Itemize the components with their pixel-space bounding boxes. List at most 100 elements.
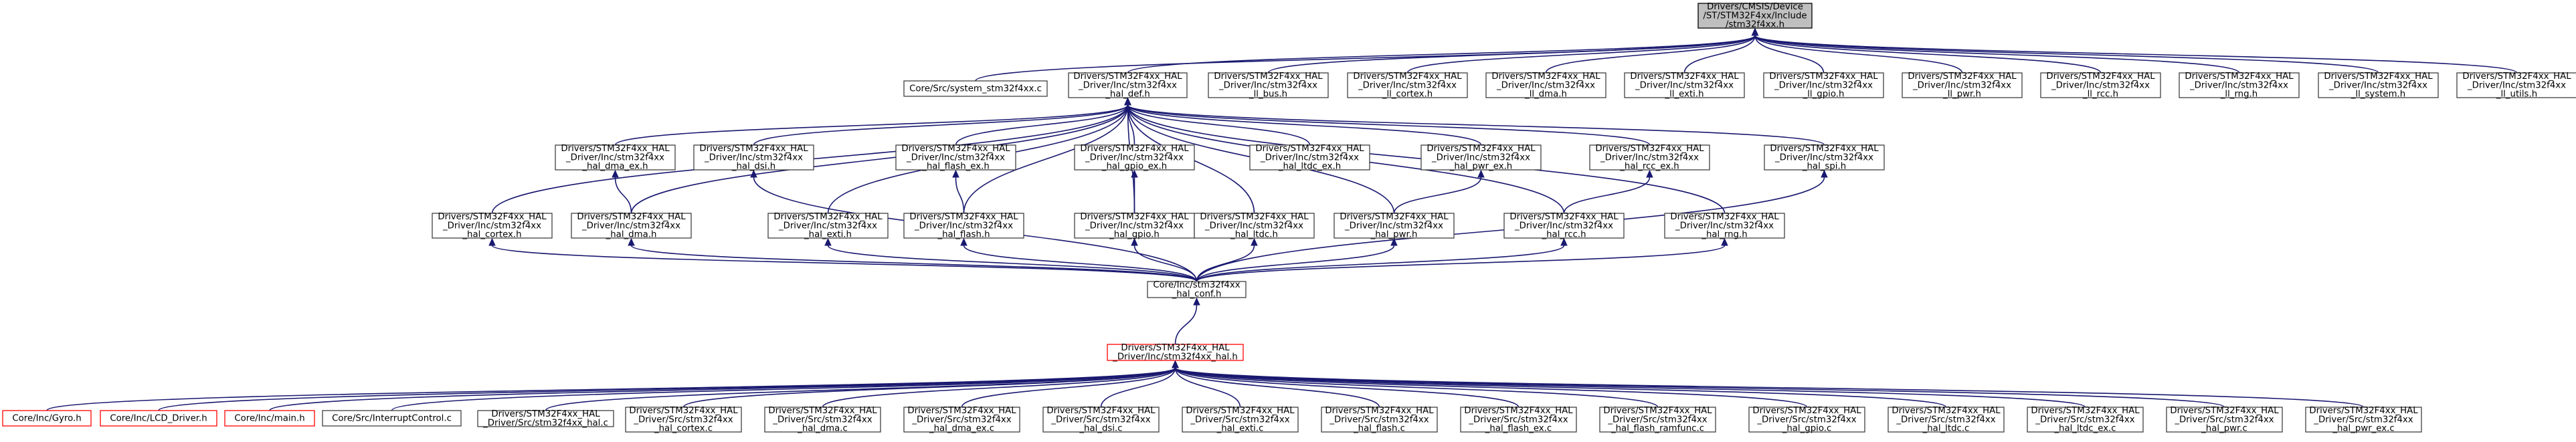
node-cortex-h[interactable]: Drivers/STM32F4xx_HAL_Driver/Inc/stm32f4… [432, 212, 553, 240]
node-exti-h[interactable]: Drivers/STM32F4xx_HAL_Driver/Inc/stm32f4… [767, 212, 889, 240]
node-s-ltdc-ex[interactable]: Drivers/STM32F4xx_HAL_Driver/Src/stm32f4… [2027, 406, 2144, 434]
node-s-exti[interactable]: Drivers/STM32F4xx_HAL_Driver/Src/stm32f4… [1182, 406, 1299, 434]
node-gyro[interactable]: Core/Inc/Gyro.h [2, 410, 92, 427]
node-label-line: Drivers/STM32F4xx_HAL [577, 212, 686, 222]
arrowhead [960, 237, 968, 246]
node-label-line: _hal_flash.h [937, 230, 990, 240]
node-label-line: _hal_gpio.c [1782, 424, 1832, 434]
node-label-line: Drivers/STM32F4xx_HAL [2031, 406, 2140, 416]
node-ll-rcc[interactable]: Drivers/STM32F4xx_HAL_Driver/Inc/stm32f4… [2040, 72, 2161, 100]
node-box [1748, 407, 1865, 433]
node-box [2027, 407, 2144, 433]
node-ll-pwr[interactable]: Drivers/STM32F4xx_HAL_Driver/Inc/stm32f4… [1902, 72, 2023, 100]
edge-hal-conf-to-dma-h [628, 237, 1198, 282]
node-label-line: _Driver/Src/stm32f4xx [1756, 415, 1856, 425]
node-sys-c[interactable]: Core/Src/system_stm32f4xx.c [903, 80, 1048, 97]
node-hal-conf[interactable]: Core/Inc/stm32f4xx_hal_conf.h [1147, 280, 1247, 300]
nodes-layer: Drivers/CMSIS/Device/ST/STM32F4xx/Includ… [2, 2, 2576, 434]
node-s-dma-ex[interactable]: Drivers/STM32F4xx_HAL_Driver/Src/stm32f4… [903, 406, 1020, 434]
node-label-line: Drivers/STM32F4xx_HAL [1770, 144, 1879, 154]
node-ll-rng[interactable]: Drivers/STM32F4xx_HAL_Driver/Inc/stm32f4… [2179, 72, 2300, 100]
node-label-line: Drivers/STM32F4xx_HAL [907, 406, 1016, 416]
node-dma-h[interactable]: Drivers/STM32F4xx_HAL_Driver/Inc/stm32f4… [571, 212, 692, 240]
node-label-line: _Driver/Inc/stm32f4xx [1344, 221, 1443, 231]
node-label-line: Drivers/STM32F4xx_HAL [1073, 72, 1182, 82]
node-s-flash-ex[interactable]: Drivers/STM32F4xx_HAL_Driver/Src/stm32f4… [1460, 406, 1577, 434]
node-ll-dma[interactable]: Drivers/STM32F4xx_HAL_Driver/Inc/stm32f4… [1485, 72, 1606, 100]
node-box [1147, 281, 1247, 298]
node-lcd[interactable]: Core/Inc/LCD_Driver.h [100, 410, 217, 427]
node-box [903, 80, 1048, 97]
node-label-line: _Driver/Inc/stm32f4xx [906, 152, 1005, 162]
node-flash-ex[interactable]: Drivers/STM32F4xx_HAL_Driver/Inc/stm32f4… [895, 144, 1016, 172]
node-gpio-h[interactable]: Drivers/STM32F4xx_HAL_Driver/Inc/stm32f4… [1074, 212, 1195, 240]
node-dsi[interactable]: Drivers/STM32F4xx_HAL_Driver/Inc/stm32f4… [693, 144, 814, 172]
node-box [1208, 72, 1329, 98]
node-label-line: _hal_rcc_ex.h [1619, 162, 1679, 172]
node-label-line: _Driver/Inc/stm32f4xx [565, 152, 664, 162]
node-label-line: Core/Inc/Gyro.h [12, 413, 81, 423]
node-box [1599, 407, 1716, 433]
node-s-flash-ramfunc[interactable]: Drivers/STM32F4xx_HAL_Driver/Src/stm32f4… [1599, 406, 1716, 434]
node-s-pwr[interactable]: Drivers/STM32F4xx_HAL_Driver/Src/stm32f4… [2166, 406, 2283, 434]
node-label-line: _Driver/Inc/stm32f4xx [2051, 80, 2150, 90]
edge-ll-system-to-root [1751, 27, 2379, 74]
arrowhead [488, 237, 496, 246]
node-label-line: _Driver/Inc/stm32f4xx [1358, 80, 1457, 90]
node-ll-utils[interactable]: Drivers/STM32F4xx_HAL_Driver/Inc/stm32f4… [2456, 72, 2576, 100]
node-s-ltdc[interactable]: Drivers/STM32F4xx_HAL_Driver/Src/stm32f4… [1888, 406, 2005, 434]
node-ll-bus[interactable]: Drivers/STM32F4xx_HAL_Driver/Inc/stm32f4… [1208, 72, 1329, 100]
arrowhead [628, 237, 635, 246]
node-box [322, 410, 462, 427]
node-ll-system[interactable]: Drivers/STM32F4xx_HAL_Driver/Inc/stm32f4… [2318, 72, 2439, 100]
node-box [1333, 213, 1455, 239]
arrowhead [824, 237, 832, 246]
arrowhead [1193, 297, 1200, 306]
node-label-line: Core/Inc/main.h [234, 413, 304, 423]
node-hal-def[interactable]: Drivers/STM32F4xx_HAL_Driver/Inc/stm32f4… [1068, 72, 1188, 100]
node-label-line: _hal_ltdc_ex.c [2053, 424, 2116, 434]
node-ltdc-ex[interactable]: Drivers/STM32F4xx_HAL_Driver/Inc/stm32f4… [1249, 144, 1370, 172]
node-ltdc-h[interactable]: Drivers/STM32F4xx_HAL_Driver/Inc/stm32f4… [1194, 212, 1315, 240]
node-s-gpio[interactable]: Drivers/STM32F4xx_HAL_Driver/Src/stm32f4… [1748, 406, 1865, 434]
node-rng-h[interactable]: Drivers/STM32F4xx_HAL_Driver/Inc/stm32f4… [1664, 212, 1785, 240]
node-label-line: Drivers/STM32F4xx_HAL [1752, 406, 1861, 416]
node-label-line: _Driver/Inc/stm32f4xx [2328, 80, 2427, 90]
node-box [555, 144, 676, 171]
node-box [2166, 407, 2283, 433]
node-flash-h[interactable]: Drivers/STM32F4xx_HAL_Driver/Inc/stm32f4… [903, 212, 1024, 240]
node-s-pwr-ex[interactable]: Drivers/STM32F4xx_HAL_Driver/Src/stm32f4… [2305, 406, 2422, 434]
node-s-cortex[interactable]: Drivers/STM32F4xx_HAL_Driver/Src/stm32f4… [625, 406, 742, 434]
node-rcc-h[interactable]: Drivers/STM32F4xx_HAL_Driver/Inc/stm32f4… [1503, 212, 1625, 240]
node-intctl[interactable]: Core/Src/InterruptControl.c [322, 410, 462, 427]
node-label-line: _Driver/Src/stm32f4xx [2313, 415, 2413, 425]
node-s-dma[interactable]: Drivers/STM32F4xx_HAL_Driver/Src/stm32f4… [764, 406, 881, 434]
node-gpio-ex[interactable]: Drivers/STM32F4xx_HAL_Driver/Inc/stm32f4… [1074, 144, 1195, 172]
edge-ll-rcc-to-root [1751, 27, 2102, 74]
node-spi[interactable]: Drivers/STM32F4xx_HAL_Driver/Inc/stm32f4… [1764, 144, 1885, 172]
node-ll-exti[interactable]: Drivers/STM32F4xx_HAL_Driver/Inc/stm32f4… [1624, 72, 1745, 100]
node-main[interactable]: Core/Inc/main.h [224, 410, 315, 427]
node-s-hal[interactable]: Drivers/STM32F4xx_HAL_Driver/Src/stm32f4… [477, 409, 614, 429]
node-root[interactable]: Drivers/CMSIS/Device/ST/STM32F4xx/Includ… [1697, 2, 1813, 30]
node-pwr-h[interactable]: Drivers/STM32F4xx_HAL_Driver/Inc/stm32f4… [1333, 212, 1455, 240]
node-ll-gpio[interactable]: Drivers/STM32F4xx_HAL_Driver/Inc/stm32f4… [1763, 72, 1884, 100]
node-s-dsi[interactable]: Drivers/STM32F4xx_HAL_Driver/Src/stm32f4… [1042, 406, 1160, 434]
node-pwr-ex[interactable]: Drivers/STM32F4xx_HAL_Driver/Inc/stm32f4… [1420, 144, 1542, 172]
node-box [1194, 213, 1315, 239]
node-s-flash[interactable]: Drivers/STM32F4xx_HAL_Driver/Src/stm32f4… [1321, 406, 1438, 434]
node-label-line: _Driver/Inc/stm32f4xx [1600, 152, 1699, 162]
node-ll-cortex[interactable]: Drivers/STM32F4xx_HAL_Driver/Inc/stm32f4… [1347, 72, 1468, 100]
node-hal-h[interactable]: Drivers/STM32F4xx_HAL_Driver/Inc/stm32f4… [1107, 343, 1244, 362]
node-dma-ex[interactable]: Drivers/STM32F4xx_HAL_Driver/Inc/stm32f4… [555, 144, 676, 172]
node-label-line: _hal_spi.h [1802, 162, 1846, 172]
node-label-line: _Driver/Inc/stm32f4xx [581, 221, 680, 231]
node-label-line: _hal_dma_ex.h [581, 162, 648, 172]
node-label-line: Drivers/STM32F4xx_HAL [1186, 406, 1295, 416]
node-rcc-ex[interactable]: Drivers/STM32F4xx_HAL_Driver/Inc/stm32f4… [1589, 144, 1710, 172]
node-label-line: Drivers/STM32F4xx_HAL [629, 406, 738, 416]
node-label-line: _hal_pwr_ex.h [1449, 162, 1512, 172]
node-label-line: _hal_flash.c [1353, 424, 1405, 434]
node-label-line: _hal_ltdc.c [1922, 424, 1970, 434]
